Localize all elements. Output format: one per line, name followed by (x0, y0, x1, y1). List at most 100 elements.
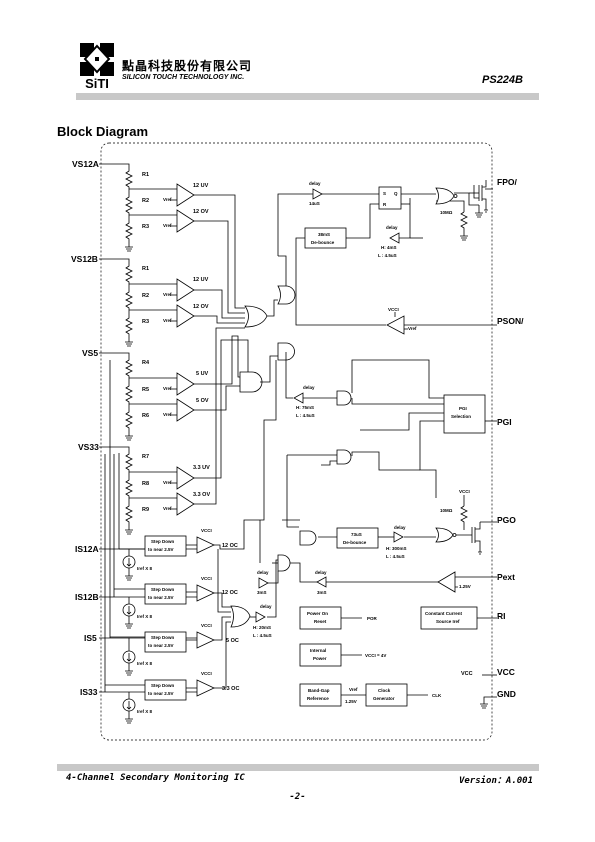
pext-1v25: 1.25V (459, 584, 471, 589)
pin-is12a: IS12A (75, 544, 99, 554)
cc-l2: Source Iref (436, 619, 460, 624)
pin-vs33: VS33 (78, 442, 99, 452)
top-control-path (277, 188, 497, 326)
sr-latch (378, 186, 402, 210)
vref-5: Vref (163, 386, 172, 391)
oc-vcci-4: VCCI (201, 671, 212, 676)
r4-label: R4 (142, 360, 150, 366)
logo-text: SiTI (85, 76, 109, 90)
clk-out: CLK (432, 693, 442, 698)
r9-label: R9 (142, 507, 149, 513)
r2-label: R2 (142, 198, 149, 204)
pgo-vcci: VCCI (459, 489, 470, 494)
pin-pgo: PGO (497, 515, 516, 525)
delay-75ms-title: delay (303, 385, 315, 390)
pin-is12b: IS12B (75, 592, 99, 602)
pgo-transistor (471, 185, 497, 555)
r1-label: R1 (142, 172, 149, 178)
por-out: POR (367, 616, 378, 621)
footer-version: Version：A.001 (458, 776, 533, 786)
or-gate-oc (230, 605, 251, 628)
delay-buffer-75ms (293, 392, 304, 404)
delay-4ms-l: L : 4.5uS (378, 253, 397, 258)
delay-20ms-l: L : 4.5uS (253, 633, 272, 638)
step-down-4-l1: Step Down (151, 683, 175, 688)
r3b-label: R3 (142, 319, 149, 325)
sr-s: S (383, 191, 386, 196)
clk-l2: Generator (373, 696, 395, 701)
label-12ov-b: 12 OV (193, 304, 209, 310)
step-down-1-l1: Step Down (151, 539, 175, 544)
step-down-blocks (144, 535, 187, 701)
delay-buffer-300ms (393, 531, 404, 543)
delay-3ms-a-title: delay (257, 570, 269, 575)
bg-l2: Reference (307, 696, 329, 701)
company-name-en: SILICON TOUCH TECHNOLOGY INC. (122, 74, 245, 81)
r2b-label: R2 (142, 293, 149, 299)
r3-label: R3 (142, 224, 149, 230)
label-12uv-b: 12 UV (193, 277, 209, 283)
section-title: Block Diagram (57, 124, 149, 139)
pin-ri: RI (497, 611, 506, 621)
step-down-1-l2: to near 2.5V (148, 547, 174, 552)
label-5uv: 5 UV (196, 371, 209, 377)
pin-pson: PSON/ (497, 316, 524, 326)
and-gate-5v (239, 371, 263, 393)
or-gate-pgo (435, 527, 454, 543)
delay-75ms-h: H: 75mS (296, 405, 314, 410)
bg-vref: Vref (349, 687, 358, 692)
resistor-chains (125, 168, 177, 535)
iref-x8-1: Iref X 8 (137, 566, 153, 571)
delay-20ms-title: delay (260, 604, 272, 609)
step-down-2-l1: Step Down (151, 587, 175, 592)
delay-buffer-20ms (255, 611, 266, 623)
res-10m-fpo: 10MΩ (440, 210, 453, 215)
vref-8: Vref (163, 506, 172, 511)
bg-l1: Band-Gap (308, 688, 330, 693)
sr-q: Q (394, 191, 398, 196)
pext-comparator (437, 571, 456, 593)
pgi-selection-l1: PGI (459, 406, 467, 411)
delay-300ms-title: delay (394, 525, 406, 530)
label-33uv: 3.3 UV (193, 465, 210, 471)
label-5ov: 5 OV (196, 398, 209, 404)
gnd-symbol (480, 696, 497, 709)
vref-1: Vref (163, 197, 172, 202)
oc-vcci-1: VCCI (201, 528, 212, 533)
and-gate-oc (277, 554, 291, 572)
vs-input-wires (99, 163, 130, 451)
pin-is33: IS33 (80, 687, 98, 697)
pin-is5: IS5 (84, 633, 97, 643)
pgi-selection (443, 394, 486, 434)
clk-l1: Clock (378, 688, 391, 693)
label-12uv-a: 12 UV (193, 183, 209, 189)
vcc-inner: VCC (461, 671, 473, 677)
debounce-73us (336, 527, 379, 549)
delay-4ms-h: H: 4mS (381, 245, 397, 250)
debounce-38ms-l1: 38mS (318, 232, 330, 237)
oc-comparators (196, 536, 215, 697)
vref-7: Vref (163, 480, 172, 485)
ip-l1: Internal (310, 648, 326, 653)
oc-wiring (214, 360, 438, 689)
iref-x8-4: Iref X 8 (137, 709, 153, 714)
delay-buffer-4ms (389, 232, 400, 244)
pin-gnd: GND (497, 689, 516, 699)
current-sense (99, 360, 197, 724)
por-l1: Power On (307, 611, 328, 616)
pin-vs5: VS5 (82, 348, 98, 358)
step-down-2-l2: to near 2.5V (148, 595, 174, 600)
debounce-73us-l1: 73uS (351, 532, 362, 537)
pin-vs12a: VS12A (72, 159, 99, 169)
label-12ov-a: 12 OV (193, 209, 209, 215)
pin-fpo: FPO/ (497, 177, 517, 187)
pin-vs12b: VS12B (71, 254, 98, 264)
oc-vcci-2: VCCI (201, 576, 212, 581)
delay-14us-title: delay (309, 181, 321, 186)
r6-label: R6 (142, 413, 149, 419)
vref-4: Vref (163, 318, 172, 323)
logic-gates-mid (239, 285, 296, 393)
delay-buffer-14us (312, 188, 323, 200)
vref-2: Vref (163, 223, 172, 228)
and-gate-pgo (299, 530, 317, 546)
